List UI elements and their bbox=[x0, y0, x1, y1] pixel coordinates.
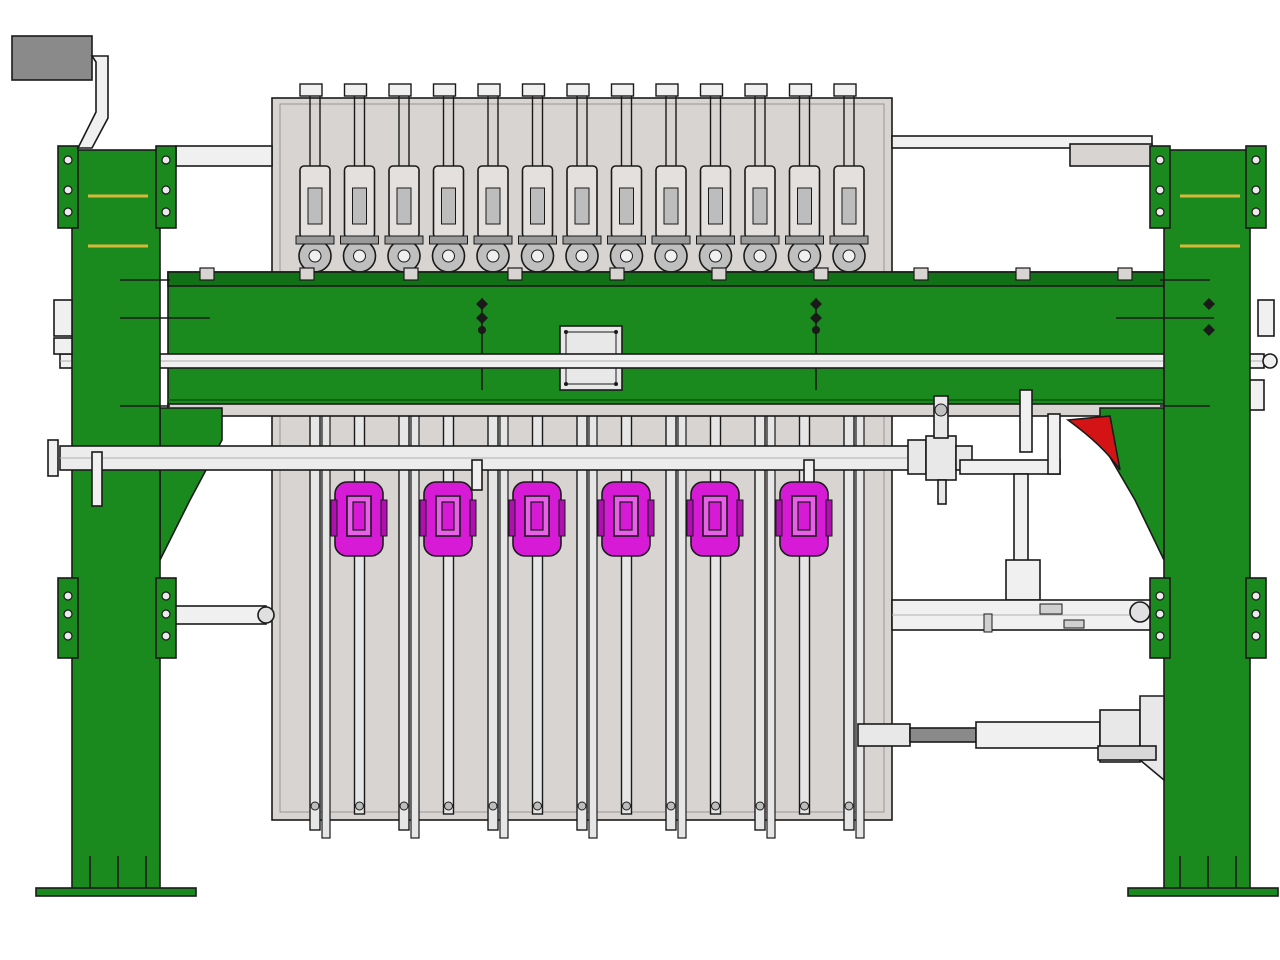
right-support-frame bbox=[959, 389, 1061, 619]
beam-block bbox=[711, 267, 727, 281]
bolt bbox=[1251, 591, 1261, 601]
plate-rod bbox=[843, 413, 865, 839]
pink-actuator-icon bbox=[419, 481, 477, 557]
bolt bbox=[63, 591, 73, 601]
beam-block bbox=[913, 267, 929, 281]
pink-actuator-icon bbox=[686, 481, 744, 557]
plate-rod bbox=[398, 413, 420, 839]
bolt bbox=[161, 207, 171, 217]
beam-block bbox=[1117, 267, 1133, 281]
plate-rod bbox=[620, 413, 633, 815]
plate-hangers bbox=[295, 83, 869, 273]
red-chute-icon bbox=[1065, 415, 1121, 471]
beam-top-blocks bbox=[199, 267, 1133, 281]
upper-right-rail bbox=[891, 135, 1153, 167]
pink-actuator-icon bbox=[508, 481, 566, 557]
middle-right-rail bbox=[891, 599, 1151, 633]
plate-hanger bbox=[696, 83, 735, 273]
column-bolts bbox=[63, 155, 1261, 641]
upper-left-rail bbox=[175, 145, 273, 167]
pink-actuator-icon bbox=[597, 481, 655, 557]
bolt bbox=[161, 185, 171, 195]
plate-hanger bbox=[518, 83, 557, 273]
bolt bbox=[1251, 155, 1261, 165]
beam-block bbox=[1015, 267, 1031, 281]
plate-rod bbox=[709, 413, 722, 815]
plate-hanger bbox=[429, 83, 468, 273]
plate-hanger bbox=[607, 83, 646, 273]
bolt bbox=[1155, 631, 1165, 641]
beam-sensor-left bbox=[476, 298, 488, 390]
bolt bbox=[63, 155, 73, 165]
hand-crank-icon bbox=[11, 35, 109, 149]
bolt bbox=[1251, 609, 1261, 619]
left-side-brackets bbox=[53, 279, 210, 407]
plate-hanger bbox=[562, 83, 602, 273]
pink-actuator-icon bbox=[775, 481, 833, 557]
bolt bbox=[63, 631, 73, 641]
beam-block bbox=[507, 267, 523, 281]
plate-rod bbox=[309, 413, 331, 839]
right-side-brackets bbox=[1116, 279, 1275, 411]
bolt bbox=[1251, 207, 1261, 217]
plate-rod bbox=[665, 413, 687, 839]
main-side-beam bbox=[167, 271, 1165, 417]
plate-hanger bbox=[740, 83, 780, 273]
bolt bbox=[1155, 591, 1165, 601]
valve-icon bbox=[907, 395, 973, 505]
left-column bbox=[35, 145, 223, 897]
pink-actuators bbox=[330, 481, 833, 557]
beam-block bbox=[199, 267, 215, 281]
bolt bbox=[63, 609, 73, 619]
plate-rod bbox=[353, 413, 366, 815]
middle-left-rail bbox=[175, 605, 275, 625]
bolt bbox=[1155, 207, 1165, 217]
bolt bbox=[161, 631, 171, 641]
plate-hanger bbox=[651, 83, 691, 273]
plate-hanger bbox=[340, 83, 379, 273]
bolt bbox=[1251, 185, 1261, 195]
right-column bbox=[1099, 145, 1279, 897]
upper-shaft bbox=[59, 353, 1278, 369]
plate-rod bbox=[442, 413, 455, 815]
beam-block bbox=[299, 267, 315, 281]
bolt bbox=[161, 591, 171, 601]
plate-hanger bbox=[785, 83, 824, 273]
bolt bbox=[161, 155, 171, 165]
beam-block bbox=[403, 267, 419, 281]
hydraulic-cylinder-icon bbox=[857, 695, 1165, 782]
plate-rod bbox=[487, 413, 509, 839]
bolt bbox=[63, 185, 73, 195]
bolt bbox=[1155, 185, 1165, 195]
beam-sensor-right bbox=[810, 298, 822, 390]
beam-block bbox=[813, 267, 829, 281]
plate-rod bbox=[754, 413, 776, 839]
plate-hanger bbox=[295, 83, 335, 273]
bolt bbox=[1155, 155, 1165, 165]
bolt bbox=[63, 207, 73, 217]
plate-hanger bbox=[384, 83, 424, 273]
plate-rod bbox=[576, 413, 598, 839]
beam-block bbox=[609, 267, 625, 281]
plate-hanger bbox=[473, 83, 513, 273]
bolt bbox=[161, 609, 171, 619]
bolt bbox=[1155, 609, 1165, 619]
pink-actuator-icon bbox=[330, 481, 388, 557]
plate-hanger bbox=[829, 83, 869, 273]
bolt bbox=[1251, 631, 1261, 641]
plate-rod bbox=[531, 413, 544, 815]
